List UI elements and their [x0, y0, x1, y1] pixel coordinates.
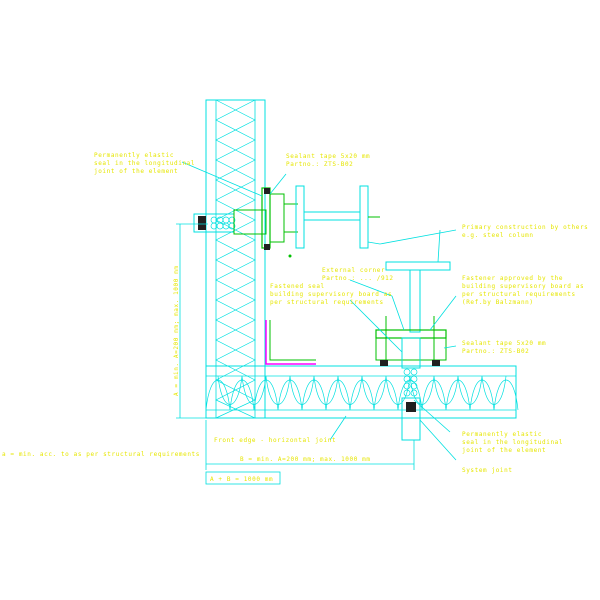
label-external-corner: External corner Partno.: ... /912	[322, 267, 394, 282]
label-dim-box: A + B = 1000 mm	[210, 476, 273, 483]
insulation-pattern-vertical	[215, 99, 256, 419]
label-fastened-seal: Fastened seal building supervisory board…	[270, 283, 396, 306]
steel-column-top	[295, 185, 380, 249]
label-sealant-right: Sealant tape 5x20 mm Partno.: ZTS-B02	[462, 340, 550, 355]
label-system-joint: System joint	[462, 467, 513, 474]
label-primary-construction: Primary construction by others e.g. stee…	[462, 224, 593, 239]
label-fastener: Fastener approved by the building superv…	[462, 275, 588, 306]
label-sealant-top: Sealant tape 5x20 mm Partno.: ZTS-B02	[286, 153, 374, 168]
horizontal-wall-panel	[205, 365, 519, 419]
top-connection-detail	[193, 187, 298, 258]
insulation-pattern-horizontal	[217, 375, 507, 405]
leader-lines	[181, 161, 457, 461]
label-dim-vertical: A = min. A=200 mm; max. 1000 mm	[173, 265, 180, 396]
vertical-wall-panel	[205, 99, 266, 419]
steel-column-lower	[385, 261, 451, 333]
dimension-box	[205, 471, 281, 485]
label-dim-horizontal: B = min. A=200 mm; max. 1000 mm	[240, 456, 371, 463]
label-front-edge: Front edge - horizontal joint	[214, 437, 336, 444]
insulation-pattern-vertical	[215, 99, 256, 419]
dimension-lines	[176, 223, 415, 470]
label-seal-top: Permanently elastic seal in the longitud…	[94, 152, 199, 175]
label-left-note: a = min. acc. to as per structural requi…	[2, 451, 200, 458]
insulation-pattern-horizontal	[205, 379, 519, 411]
corner-connection-detail	[375, 316, 447, 441]
inner-corner-trim	[265, 320, 316, 365]
label-seal-bottom: Permanently elastic seal in the longitud…	[462, 431, 567, 454]
